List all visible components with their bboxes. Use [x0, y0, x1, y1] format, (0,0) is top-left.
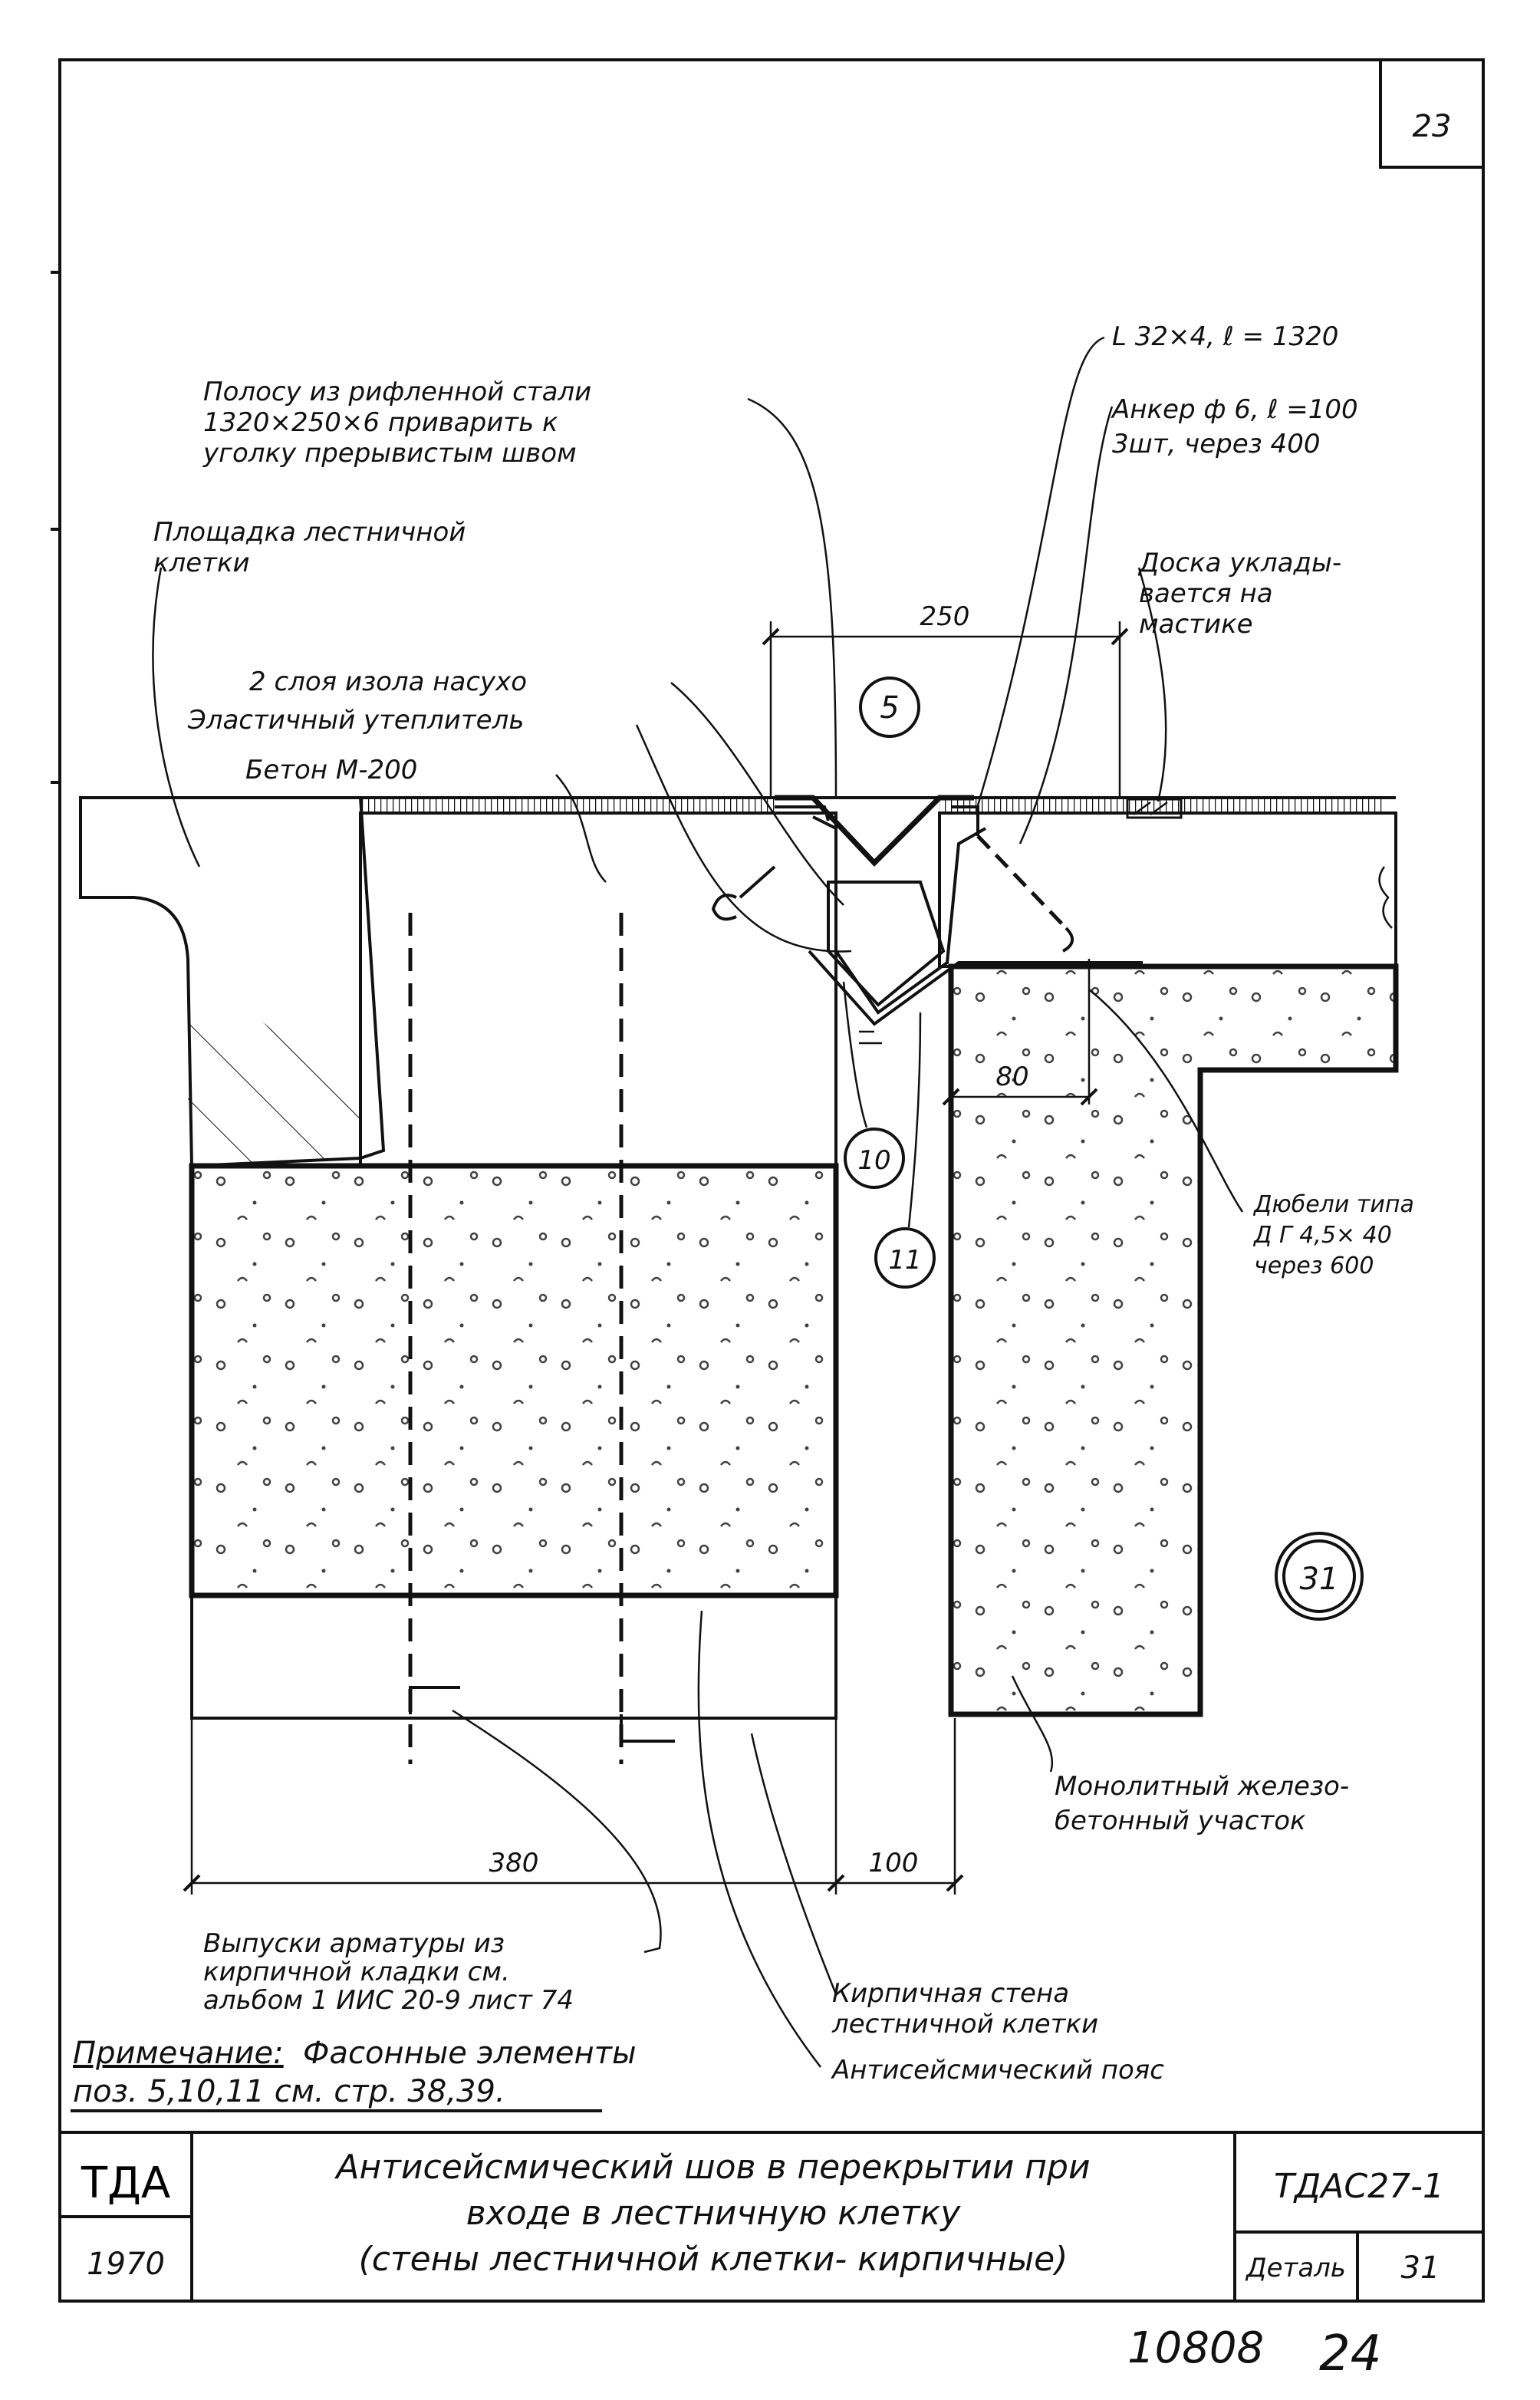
landing-slab: [79, 796, 386, 1168]
note-line-1: Фасонные элементы: [303, 2036, 637, 2071]
angle-right: [951, 805, 979, 836]
callout-10: 10: [857, 1145, 890, 1176]
sheet-number: 23: [1413, 109, 1452, 144]
leader-11: [907, 1012, 922, 1228]
board-symbol: [1133, 801, 1168, 816]
label-monolith-1: Монолитный железо-: [1055, 1771, 1349, 1802]
note-head: Примечание:: [73, 2036, 284, 2071]
elastic-filler: [827, 881, 946, 1007]
label-angle: L 32×4, ℓ = 1320: [1112, 321, 1338, 352]
leader-concrete: [555, 774, 607, 883]
dimension-380: 380: [489, 1848, 539, 1878]
sheet-frame: [58, 58, 1485, 2303]
belt-aggregate: [192, 1166, 836, 1595]
landing-hatch: [188, 959, 360, 1166]
callout-11: 11: [888, 1245, 921, 1276]
callout-31: 31: [1300, 1562, 1339, 1597]
dimension-100: 100: [869, 1848, 919, 1878]
break-line: [1378, 866, 1393, 929]
leader-10: [842, 981, 868, 1128]
rebar-hook-left: [711, 865, 776, 921]
leader-landing: [152, 567, 201, 867]
leader-dowels: [1088, 989, 1244, 1213]
label-anchor-1: Анкер ф 6, ℓ =100: [1111, 394, 1358, 425]
label-rebar-3: альбом 1 ИИС 20-9 лист 74: [203, 1985, 574, 2016]
label-brick-2: лестничной клетки: [831, 2009, 1098, 2040]
page-number: 24: [1319, 2326, 1381, 2382]
year: 1970: [87, 2247, 165, 2282]
brick-wall: [190, 1594, 837, 1720]
concrete-infill: [359, 812, 837, 1167]
leader-elastic: [635, 724, 852, 953]
callout-circle-5: [859, 677, 920, 738]
org-mark: ТДА: [81, 2158, 170, 2208]
gutter-profile: [775, 795, 974, 867]
label-dowels-2: Д Г 4,5× 40: [1252, 1222, 1392, 1249]
label-strip-2: 1320×250×6 приварить к: [203, 407, 558, 438]
leader-brick: [750, 1733, 837, 1995]
label-dowels-1: Дюбели типа: [1252, 1191, 1414, 1218]
label-insulation: 2 слоя изола насухо: [249, 667, 527, 697]
leader-strip: [747, 397, 837, 798]
label-brick-1: Кирпичная стена: [832, 1978, 1069, 2009]
callout-circle-11: [874, 1227, 936, 1289]
leader-rebar: [452, 1709, 662, 1954]
label-anchor-2: 3шт, через 400: [1112, 429, 1320, 459]
dimension-80: 80: [995, 1062, 1028, 1092]
sheet-number-box: [1379, 58, 1485, 169]
archive-number: 10808: [1127, 2323, 1264, 2373]
callout-circle-31-outer: [1275, 1532, 1364, 1621]
leader-monolith: [1011, 1675, 1054, 1773]
dim-ticks: [942, 1088, 1098, 1106]
label-monolith-2: бетонный участок: [1055, 1806, 1306, 1836]
label-board-1: Доска уклады-: [1137, 548, 1341, 578]
detail-number: 31: [1401, 2250, 1440, 2286]
title-line-1: Антисейсмический шов в перекрытии при: [334, 2148, 1090, 2187]
label-landing-2: клетки: [153, 548, 250, 578]
label-strip-3: уголку прерывистым швом: [202, 438, 577, 469]
note-line-2: поз. 5,10,11 см. стр. 38,39.: [73, 2074, 505, 2109]
label-concrete: Бетон М-200: [245, 755, 417, 785]
leader-anchor: [1018, 406, 1114, 844]
label-rebar-2: кирпичной кладки см.: [203, 1957, 510, 1987]
label-elastic: Эластичный утеплитель: [187, 705, 524, 736]
label-belt: Антисейсмический пояс: [831, 2055, 1164, 2086]
callout-5: 5: [880, 690, 899, 726]
title-line-3: (стены лестничной клетки- кирпичные): [359, 2240, 1068, 2279]
title-line-2: входе в лестничную клетку: [466, 2194, 961, 2233]
monolithic-aggregate: [951, 966, 1396, 1714]
leader-belt: [697, 1610, 821, 2068]
callout-circle-31-inner: [1282, 1539, 1356, 1613]
board-on-mastic: [1126, 798, 1183, 819]
label-board-2: вается на: [1139, 578, 1273, 609]
anchor-hook: [1061, 927, 1074, 953]
joint-strip: [808, 950, 1143, 1026]
label-board-3: мастике: [1139, 609, 1253, 640]
rebar-bends: [409, 1686, 675, 1743]
dimension-250: 250: [920, 601, 970, 632]
dim-ticks: [183, 1874, 964, 1892]
label-strip-1: Полосу из рифленной стали: [203, 377, 591, 407]
leader-board: [1137, 567, 1167, 802]
floor-finish-left: [360, 798, 775, 813]
angle-left: [775, 805, 830, 821]
insulation-layer: [812, 815, 986, 1015]
dim-ticks: [762, 627, 1129, 646]
leader-angle: [976, 336, 1105, 806]
label-rebar-1: Выпуски арматуры из: [203, 1928, 505, 1959]
leader-insulation: [670, 682, 844, 906]
callout-circle-10: [844, 1128, 905, 1189]
joint-cover: [859, 1030, 882, 1045]
label-landing-1: Площадка лестничной: [153, 517, 466, 548]
label-dowels-3: через 600: [1254, 1253, 1374, 1279]
anchor-bar: [976, 835, 1068, 930]
detail-label: Деталь: [1245, 2253, 1346, 2283]
right-slab: [938, 812, 1397, 968]
drawing-code: ТДАС27-1: [1274, 2167, 1444, 2206]
